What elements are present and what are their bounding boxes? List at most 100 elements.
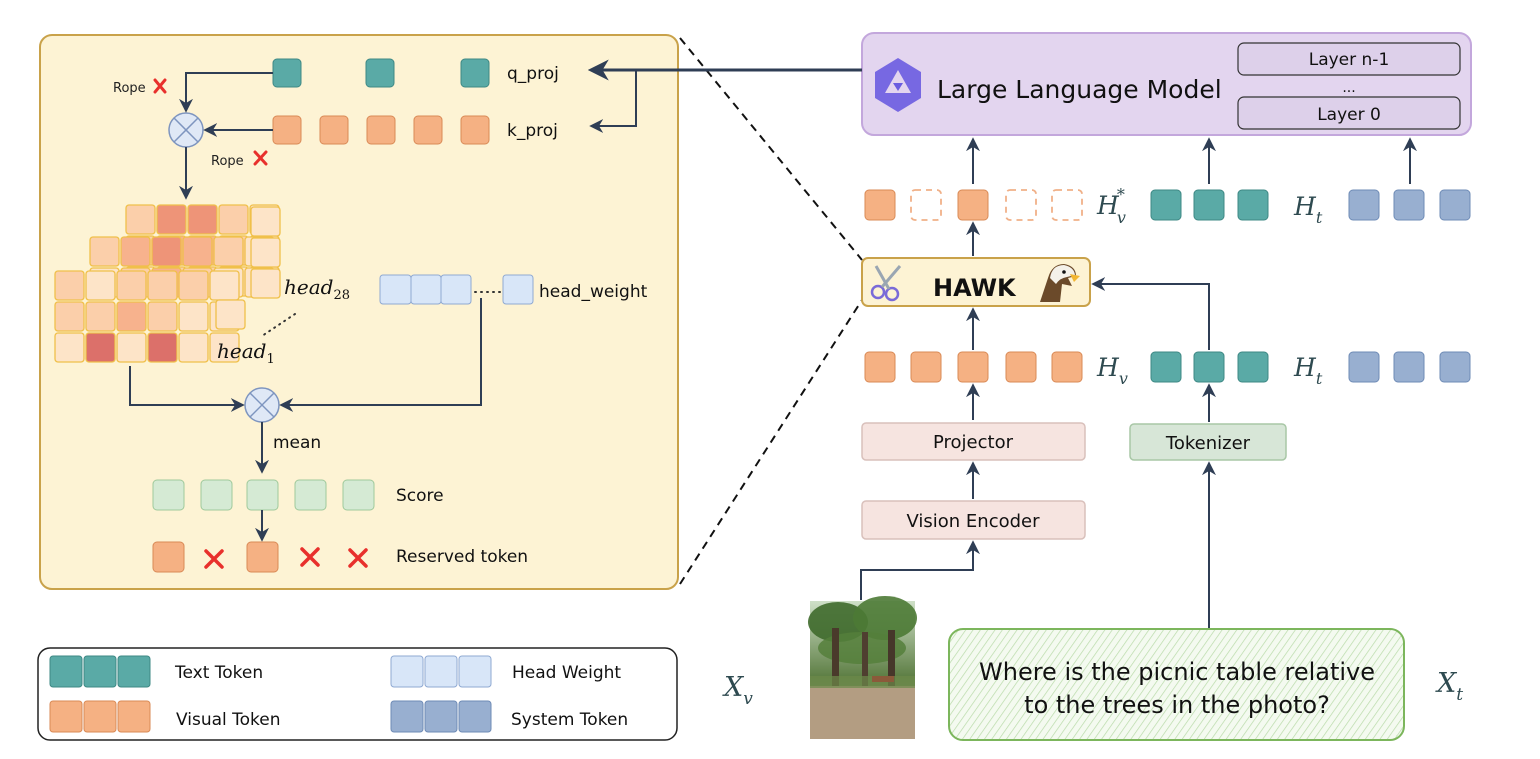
legend-visual-swatch <box>49 700 151 733</box>
xv-label: Xv <box>722 672 753 709</box>
pruned-token-row <box>864 189 1471 221</box>
attention-cell <box>147 332 178 363</box>
q-tokens <box>272 58 490 88</box>
text-token <box>1237 351 1269 383</box>
pruned-visual-token <box>1051 189 1083 221</box>
attention-cell <box>182 236 213 267</box>
head-weight-tokens <box>379 274 534 305</box>
k-proj-label: k_proj <box>507 121 558 141</box>
text-token <box>1193 351 1225 383</box>
attention-cell <box>209 270 240 301</box>
heads-to-mult-arrow <box>129 366 245 412</box>
legend-visual-token: Visual Token <box>176 710 281 730</box>
k-token <box>272 115 302 145</box>
ht-to-hawk-arrow <box>1091 277 1210 350</box>
attention-cell <box>218 204 249 235</box>
vision-encoder-box <box>861 500 1086 540</box>
score-token <box>246 479 279 511</box>
attention-cell <box>156 204 187 235</box>
pruned-visual-token <box>1005 189 1037 221</box>
head-weight-token <box>440 274 472 305</box>
cross-icon <box>348 548 368 568</box>
legend-head-weight-swatch <box>390 655 492 688</box>
zoom-line-bottom <box>679 299 863 585</box>
legend-text-swatch <box>49 655 151 688</box>
layer-dots: ... <box>1342 80 1355 96</box>
reserved-tokens <box>152 541 368 573</box>
llm-block: Large Language Model Layer n-1 ... Layer… <box>861 32 1472 136</box>
attention-cell <box>151 236 182 267</box>
scissors-icon <box>870 265 902 302</box>
visual-token <box>864 351 896 383</box>
tokenizer-label: Tokenizer <box>1165 433 1251 454</box>
reserved-token <box>152 541 185 573</box>
score-label: Score <box>396 486 444 506</box>
score-token <box>152 479 185 511</box>
weight-to-mult-arrow <box>279 298 482 412</box>
cross-icon <box>204 549 224 569</box>
text-token <box>1150 189 1182 221</box>
attention-cell <box>147 301 178 332</box>
hawk-label: HAWK <box>933 274 1017 302</box>
k-token <box>366 115 396 145</box>
attention-cell <box>85 332 116 363</box>
reserved-token <box>246 541 279 573</box>
question-line-1: Where is the picnic table relative <box>979 658 1375 686</box>
attention-cell <box>250 237 281 268</box>
score-token <box>342 479 375 511</box>
heads-ellipsis <box>261 313 296 337</box>
visual-token <box>910 351 942 383</box>
rope-label: Rope <box>113 81 146 96</box>
llm-to-kproj-arrow <box>589 70 637 133</box>
qwen-logo-icon <box>875 58 921 112</box>
hawk-block: HAWK <box>861 257 1091 307</box>
projector-box <box>861 422 1086 461</box>
hv-label: Hv <box>1096 353 1128 388</box>
attention-cell <box>178 301 209 332</box>
attention-panel: q_proj k_proj Rope Rope <box>39 34 679 590</box>
attention-cell <box>85 270 116 301</box>
eagle-icon <box>1040 264 1080 302</box>
xt-label: Xt <box>1435 668 1463 705</box>
attention-cell <box>250 206 281 237</box>
reserved-token-label: Reserved token <box>396 547 528 567</box>
question-line-2: to the trees in the photo? <box>1024 691 1330 719</box>
visual-token <box>1051 351 1083 383</box>
attention-cell <box>178 332 209 363</box>
image-to-encoder-arrow <box>860 540 980 600</box>
cross-icon <box>153 78 167 94</box>
attention-cell <box>54 270 85 301</box>
layer-bottom-label: Layer 0 <box>1317 105 1381 125</box>
attention-cell <box>116 301 147 332</box>
system-token <box>1439 189 1471 221</box>
head-weight-token <box>379 274 412 305</box>
attention-cell <box>187 204 218 235</box>
legend-frame <box>37 647 678 741</box>
attention-cell <box>54 332 85 363</box>
attention-cell <box>120 236 151 267</box>
rope-label: Rope <box>211 154 244 169</box>
hawk-frame <box>861 257 1091 307</box>
score-token <box>294 479 327 511</box>
score-tokens <box>152 479 375 511</box>
head-weight-token <box>410 274 442 305</box>
head-weight-token <box>502 274 534 305</box>
attention-cell <box>178 270 209 301</box>
k-token <box>460 115 490 145</box>
system-token <box>1393 189 1425 221</box>
cross-icon <box>253 150 268 166</box>
vision-encoder-label: Vision Encoder <box>906 511 1040 532</box>
legend-system-token: System Token <box>511 710 628 730</box>
system-token <box>1348 189 1380 221</box>
llm-title: Large Language Model <box>937 75 1222 104</box>
multiply-node-icon <box>244 387 280 423</box>
visual-token <box>864 189 896 221</box>
attention-panel-frame <box>39 34 679 590</box>
ht-top-label: Ht <box>1293 192 1323 227</box>
legend-text-token: Text Token <box>174 663 263 683</box>
layer-bottom-box <box>1237 96 1461 130</box>
attention-cell <box>209 332 240 363</box>
attention-cell <box>54 301 85 332</box>
hv-star-label: Hv* <box>1096 185 1126 227</box>
